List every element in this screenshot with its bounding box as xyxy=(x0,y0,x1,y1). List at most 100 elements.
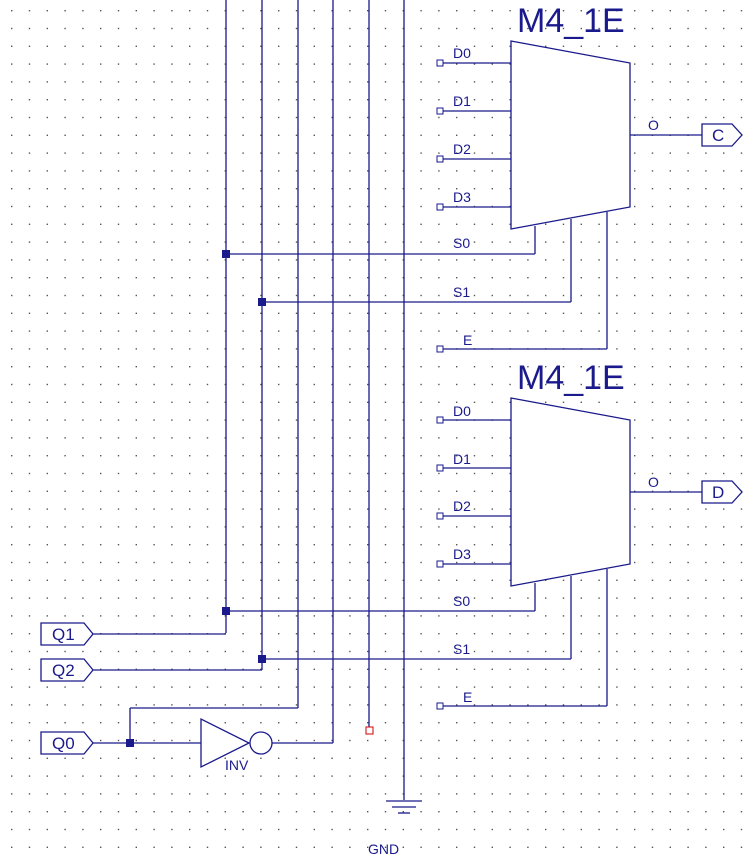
grid-dot xyxy=(420,437,422,439)
grid-dot xyxy=(473,508,476,510)
output-port-c[interactable] xyxy=(701,123,743,147)
grid-dot xyxy=(509,793,511,795)
grid-dot xyxy=(562,401,565,403)
grid-dot xyxy=(740,704,743,706)
output-port-d[interactable] xyxy=(701,480,743,504)
grid-dot xyxy=(723,419,725,421)
grid-dot xyxy=(189,312,191,314)
grid-dot xyxy=(562,330,565,332)
input-port-q1[interactable]: Q1 xyxy=(40,622,226,646)
grid-dot xyxy=(367,223,369,225)
grid-dot xyxy=(527,722,529,724)
grid-dot xyxy=(206,188,209,190)
inverter[interactable]: INV xyxy=(200,717,333,773)
grid-dot xyxy=(153,704,155,706)
grid-dot xyxy=(153,99,155,101)
mux-bottom[interactable]: M4_1E D0 D1 D2 D3 S0 S1 E O D xyxy=(222,359,743,710)
grid-dot xyxy=(224,686,226,688)
mux-top[interactable]: M4_1E D0 D1 D2 D3 S0 S1 E O C xyxy=(222,2,743,353)
grid-dot xyxy=(295,188,298,190)
mux-top-title: M4_1E xyxy=(517,2,625,40)
ground-symbol[interactable]: GND xyxy=(368,800,422,857)
grid-dot xyxy=(687,383,689,386)
grid-dot xyxy=(420,472,422,475)
grid-dot xyxy=(723,99,725,101)
grid-dot xyxy=(349,846,351,848)
grid-dot xyxy=(153,739,155,742)
grid-dot xyxy=(491,793,493,795)
grid-dot xyxy=(349,63,351,65)
grid-dot xyxy=(46,615,48,617)
grid-dot xyxy=(349,561,351,564)
grid-dot xyxy=(420,561,422,564)
grid-dot xyxy=(331,544,333,546)
grid-dot xyxy=(580,579,582,581)
grid-dot xyxy=(651,757,654,759)
grid-dot xyxy=(260,383,262,386)
grid-dot xyxy=(562,650,565,653)
grid-dot xyxy=(349,312,351,314)
grid-dot xyxy=(278,846,280,848)
grid-dot xyxy=(206,116,209,119)
input-port-q2[interactable]: Q2 xyxy=(40,658,262,682)
grid-dot xyxy=(64,757,66,759)
mux-bottom-body[interactable] xyxy=(510,397,631,587)
grid-dot xyxy=(669,312,671,314)
grid-dot xyxy=(384,116,387,119)
grid-dot xyxy=(580,739,582,742)
grid-dot xyxy=(384,152,387,154)
grid-dot xyxy=(64,188,66,190)
grid-dot xyxy=(420,63,422,65)
grid-dot xyxy=(135,668,137,670)
grid-dot xyxy=(545,579,547,581)
grid-dot xyxy=(278,686,280,688)
mux-top-pin-d0: D0 xyxy=(453,45,471,61)
grid-dot xyxy=(224,152,226,154)
grid-dot xyxy=(651,10,654,12)
grid-dot xyxy=(687,437,689,439)
grid-dot xyxy=(367,348,369,350)
grid-dot xyxy=(438,508,440,510)
grid-dot xyxy=(153,793,155,795)
grid-dot xyxy=(189,579,191,581)
grid-dot xyxy=(224,134,226,136)
grid-dot xyxy=(331,27,333,30)
grid-dot xyxy=(171,10,173,12)
grid-dot xyxy=(117,597,120,599)
grid-dot xyxy=(438,45,440,47)
grid-dot xyxy=(295,561,298,564)
mux-top-body[interactable] xyxy=(510,40,631,230)
grid-dot xyxy=(278,615,280,617)
grid-dot xyxy=(456,401,458,403)
grid-dot xyxy=(349,170,351,172)
grid-dot xyxy=(28,116,31,119)
grid-dot xyxy=(456,99,458,101)
grid-dot xyxy=(438,686,440,688)
grid-dot xyxy=(598,223,600,225)
grid-dot xyxy=(740,561,743,564)
grid-dot xyxy=(82,811,84,813)
grid-dot xyxy=(723,526,725,528)
grid-dot xyxy=(313,757,315,759)
grid-dot xyxy=(64,561,66,564)
grid-dot xyxy=(420,383,422,386)
grid-dot xyxy=(171,205,173,208)
inverter-body[interactable] xyxy=(200,717,251,769)
grid-dot xyxy=(545,775,547,777)
grid-dot xyxy=(28,294,31,297)
grid-dot xyxy=(349,704,351,706)
grid-dot xyxy=(491,223,493,225)
grid-dot xyxy=(687,846,689,848)
grid-dot xyxy=(420,45,422,47)
grid-dot xyxy=(153,811,155,813)
grid-dot xyxy=(651,508,654,510)
grid-dot xyxy=(420,704,422,706)
grid-dot xyxy=(634,579,636,581)
grid-dot xyxy=(242,704,244,706)
input-port-q0[interactable]: Q0 xyxy=(40,707,298,755)
grid-dot xyxy=(28,775,31,777)
grid-dot xyxy=(367,401,369,403)
grid-dot xyxy=(723,312,725,314)
grid-dot xyxy=(509,401,511,403)
grid-dot xyxy=(224,722,226,724)
